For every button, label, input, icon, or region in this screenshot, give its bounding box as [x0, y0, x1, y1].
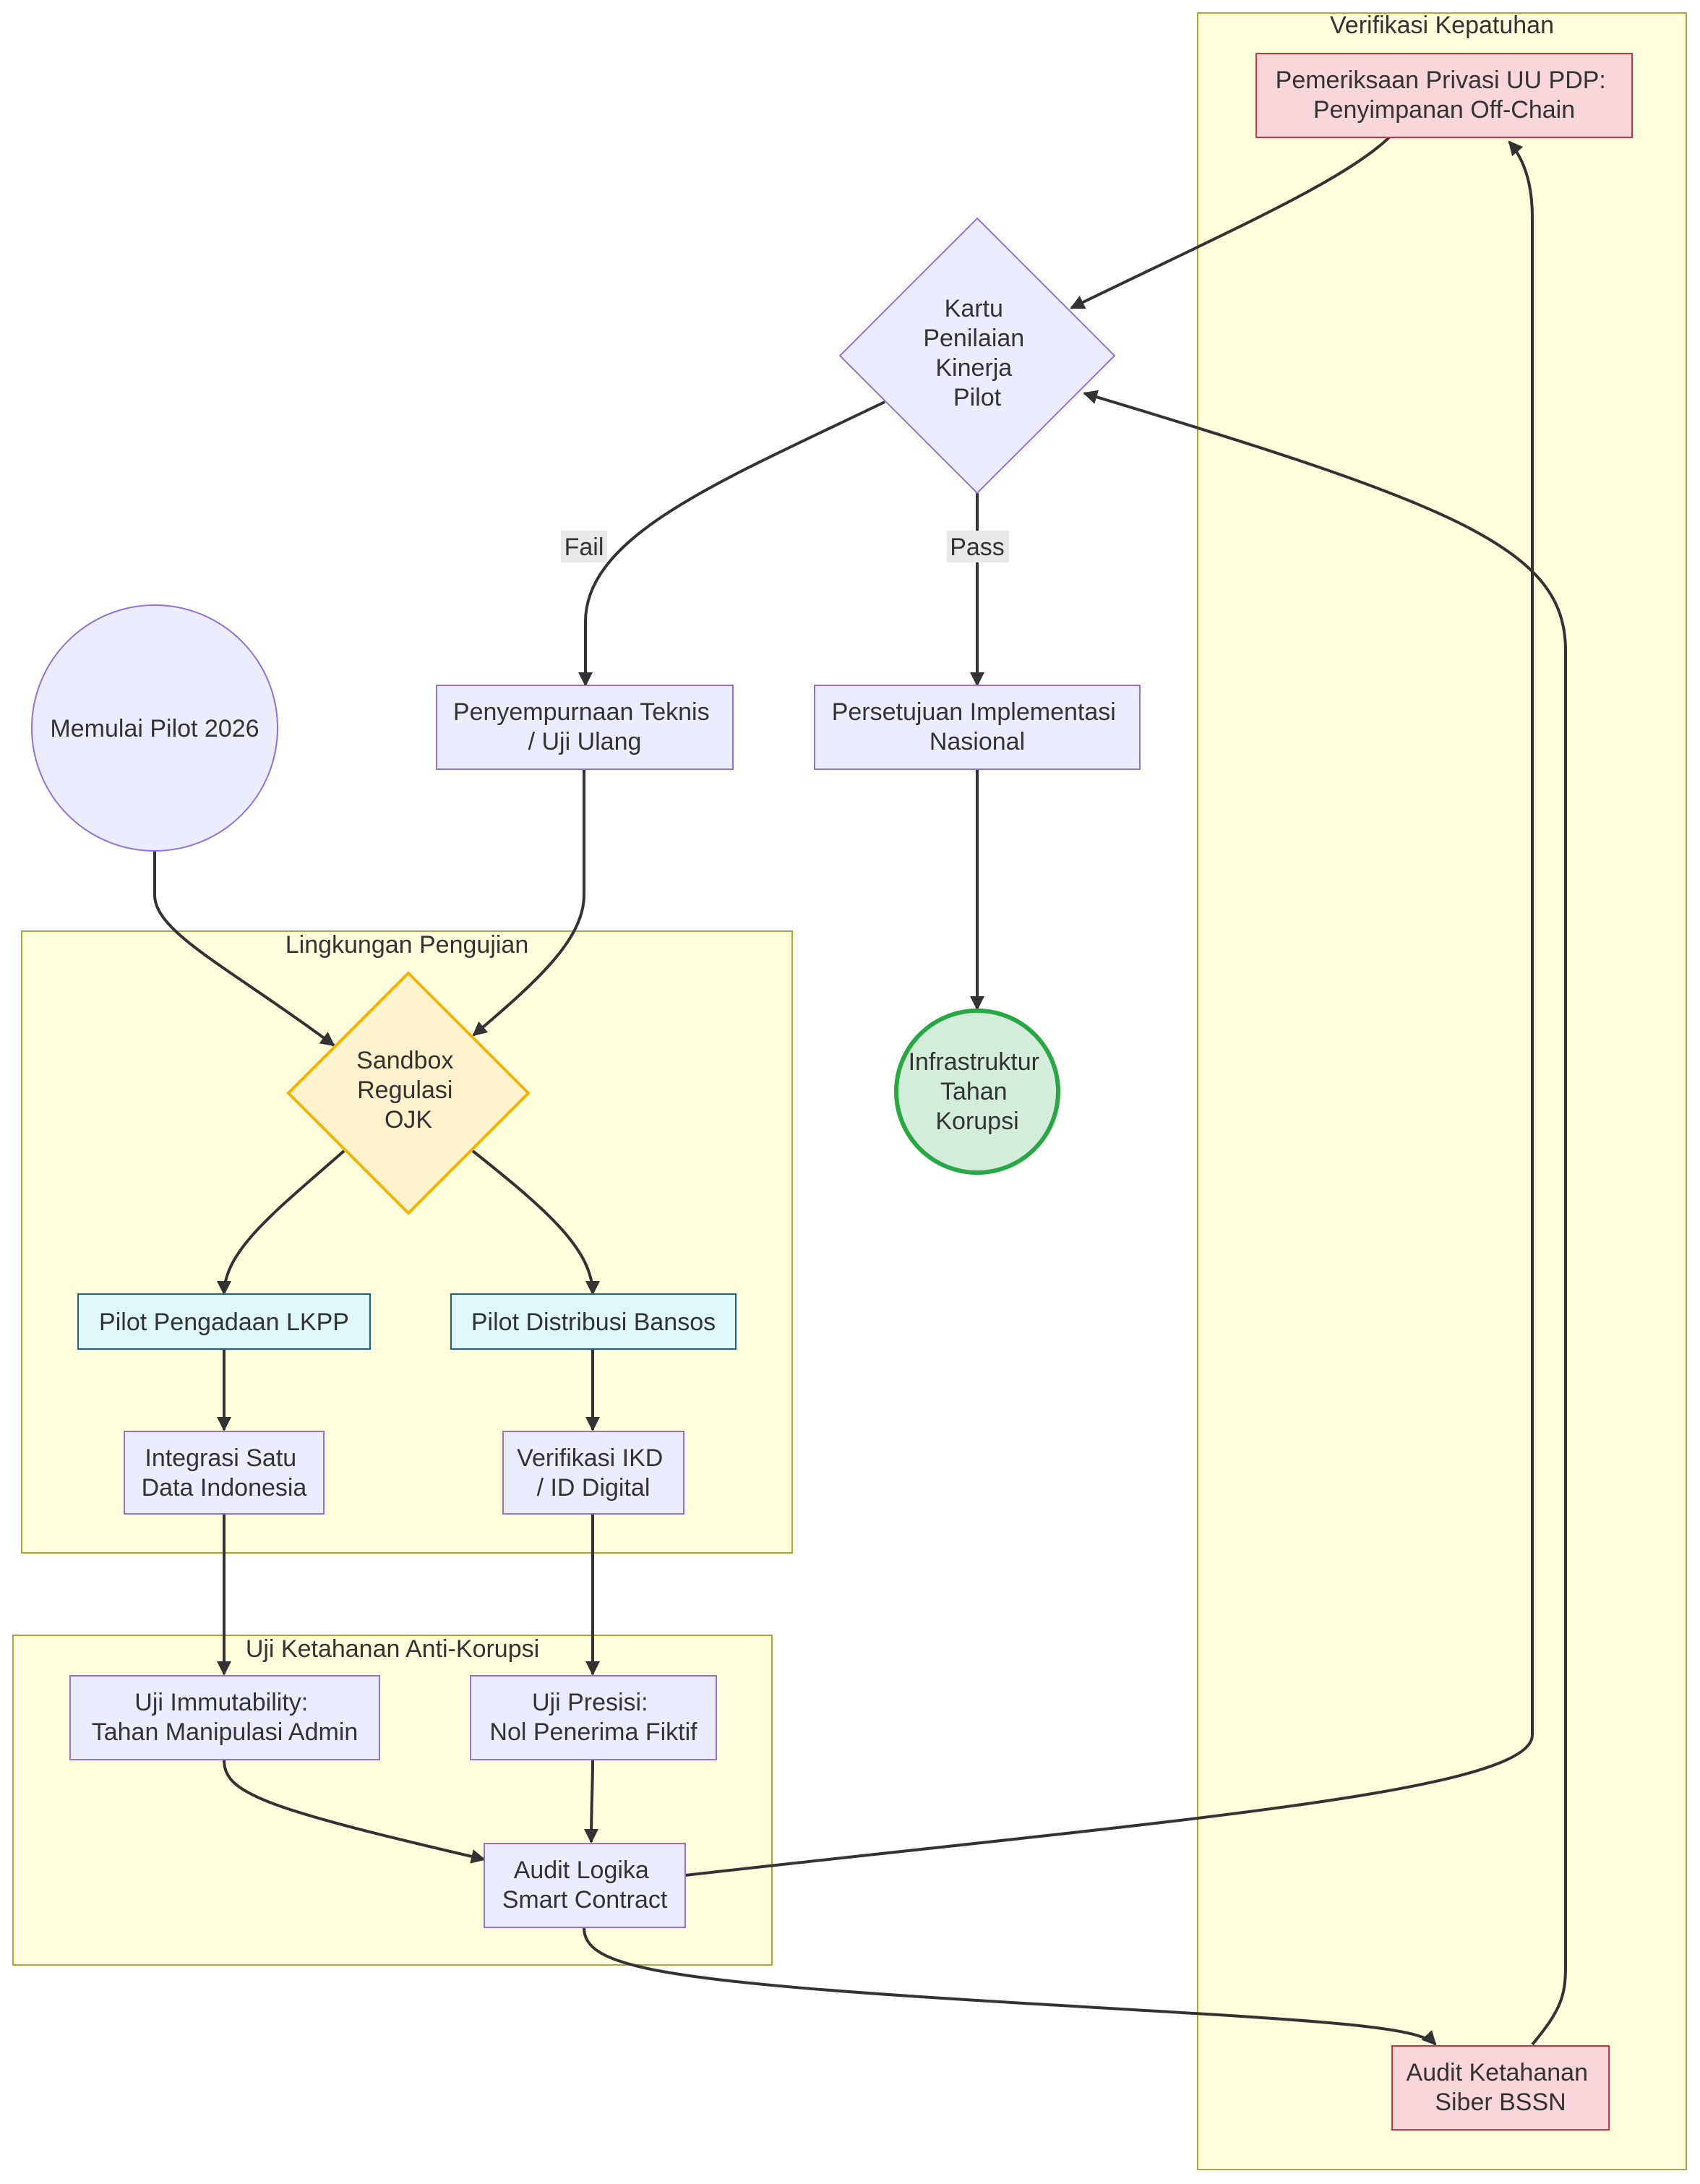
node-presisi-line-1: Uji Presisi:	[532, 1689, 648, 1716]
svg-text:Infrastruktur Tahan: Infrastruktur Tahan Korupsi	[909, 1048, 1047, 1135]
edge-presisi-to-audit	[584, 1759, 599, 1843]
node-kartu-line-2: Penilaian	[923, 325, 1024, 352]
node-pilot-distribusi-bansos: Pilot Distribusi Bansos	[450, 1293, 737, 1350]
node-memulai-pilot: Memulai Pilot 2026	[31, 604, 278, 852]
node-pdp-line-2: Penyimpanan Off-Chain	[1313, 96, 1575, 124]
node-sandbox-line-2: Regulasi	[357, 1076, 452, 1104]
node-penyempurnaan-line-2: / Uji Ulang	[528, 728, 642, 755]
node-infra-line-2: Tahan	[940, 1078, 1008, 1105]
svg-text:Pilot Pengadaan LKPP: Pilot Pengadaan LKPP	[99, 1309, 349, 1336]
node-presisi-line-2: Nol Penerima Fiktif	[489, 1718, 697, 1746]
group-verifikasi-kepatuhan: Verifikasi Kepatuhan	[1197, 12, 1687, 2170]
edge-sandbox-to-bansos	[471, 1149, 600, 1296]
node-integrasi-satu-data: Integrasi Satu Data Indonesia	[124, 1431, 325, 1515]
svg-text:Pemeriksaan Privasi UU PDP:: Pemeriksaan Privasi UU PDP: Penyimpanan …	[1276, 67, 1613, 124]
svg-text:Verifikasi IKD / ID Digi: Verifikasi IKD / ID Digital	[517, 1444, 670, 1502]
node-sandbox-line-1: Sandbox	[356, 1047, 453, 1074]
node-infra-line-1: Infrastruktur	[909, 1048, 1039, 1076]
node-kartu-line-3: Kinerja	[935, 354, 1012, 382]
edge-audit-to-pdp	[684, 140, 1534, 1877]
svg-text:Persetujuan Implementasi: Persetujuan Implementasi Nasional	[832, 698, 1123, 755]
edge-label-pass-text: Pass	[950, 534, 1005, 561]
edge-label-pass: Pass	[947, 531, 1009, 562]
svg-text:Pilot Distribusi Bansos: Pilot Distribusi Bansos	[471, 1309, 716, 1336]
node-kartu-line-1: Kartu	[945, 295, 1003, 322]
node-bansos-label: Pilot Distribusi Bansos	[471, 1309, 716, 1336]
node-kartu-line-4: Pilot	[953, 384, 1002, 411]
node-infra-line-3: Korupsi	[935, 1108, 1018, 1135]
edge-kartu-to-penyempurnaan	[578, 401, 885, 687]
edge-immut-to-audit	[223, 1759, 486, 1864]
svg-text:Uji Immutability: Tahan: Uji Immutability: Tahan Manipulasi Admin	[92, 1689, 359, 1746]
svg-text:Penyempurnaan Teknis / U: Penyempurnaan Teknis / Uji Ulang	[453, 698, 716, 755]
node-audit-logika-smart-contract: Audit Logika Smart Contract	[484, 1843, 686, 1928]
group-title-lingkungan: Lingkungan Pengujian	[286, 931, 529, 959]
node-audit-ketahanan-bssn: Audit Ketahanan Siber BSSN	[1391, 2045, 1610, 2131]
edge-pdp-to-kartu	[1070, 136, 1391, 309]
node-sandbox-line-3: OJK	[385, 1106, 432, 1134]
edge-penyempurnaan-to-sandbox	[472, 769, 585, 1037]
group-title-uji: Uji Ketahanan Anti-Korupsi	[246, 1635, 539, 1663]
edge-bssn-to-kartu	[1083, 390, 1567, 2046]
edge-start-to-sandbox	[153, 851, 335, 1047]
node-persetujuan-implementasi: Persetujuan Implementasi Nasional	[814, 685, 1141, 770]
node-ikd-line-1: Verifikasi IKD	[517, 1444, 663, 1472]
node-satudata-line-2: Data Indonesia	[142, 1474, 307, 1502]
node-verifikasi-ikd: Verifikasi IKD / ID Digital	[502, 1431, 684, 1515]
node-pemeriksaan-privasi-pdp: Pemeriksaan Privasi UU PDP: Penyimpanan …	[1255, 53, 1633, 138]
node-bssn-line-1: Audit Ketahanan	[1407, 2059, 1588, 2086]
node-ikd-line-2: / ID Digital	[537, 1474, 651, 1502]
svg-text:Audit Ketahanan Siber BS: Audit Ketahanan Siber BSSN	[1407, 2059, 1595, 2116]
node-uji-presisi: Uji Presisi: Nol Penerima Fiktif	[470, 1675, 717, 1760]
svg-text:Audit Logika Smart Contr: Audit Logika Smart Contract	[502, 1857, 668, 1914]
node-persetujuan-line-2: Nasional	[930, 728, 1025, 755]
node-pilot-pengadaan-lkpp: Pilot Pengadaan LKPP	[77, 1293, 371, 1350]
node-satudata-line-1: Integrasi Satu	[145, 1444, 296, 1472]
node-sandbox-regulasi-ojk: Sandbox Regulasi OJK	[286, 971, 531, 1215]
svg-text:Integrasi Satu Data Indo: Integrasi Satu Data Indonesia	[142, 1444, 307, 1502]
node-immut-line-1: Uji Immutability:	[134, 1689, 308, 1716]
svg-text:Uji Presisi: Nol Penerim: Uji Presisi: Nol Penerima Fiktif	[489, 1689, 697, 1746]
node-audit-line-2: Smart Contract	[502, 1886, 668, 1914]
group-title-verifikasi: Verifikasi Kepatuhan	[1330, 12, 1554, 39]
edge-audit-to-bssn	[583, 1927, 1437, 2046]
svg-text:Sandbox Regulasi O: Sandbox Regulasi OJK	[356, 1047, 460, 1134]
node-memulai-pilot-label: Memulai Pilot 2026	[50, 715, 259, 742]
edge-sandbox-to-lkpp	[217, 1149, 345, 1296]
edges	[153, 136, 1567, 2046]
node-immut-line-2: Tahan Manipulasi Admin	[92, 1718, 359, 1746]
node-persetujuan-line-1: Persetujuan Implementasi	[832, 698, 1116, 726]
edge-label-fail: Fail	[561, 531, 607, 562]
node-audit-line-1: Audit Logika	[514, 1857, 649, 1884]
node-lkpp-label: Pilot Pengadaan LKPP	[99, 1309, 349, 1336]
edge-label-fail-text: Fail	[564, 534, 604, 561]
node-penyempurnaan-line-1: Penyempurnaan Teknis	[453, 698, 710, 726]
node-penyempurnaan-teknis: Penyempurnaan Teknis / Uji Ulang	[436, 685, 734, 770]
svg-text:Memulai Pilot 2026: Memulai Pilot 2026	[50, 715, 259, 742]
node-uji-immutability: Uji Immutability: Tahan Manipulasi Admin	[69, 1675, 380, 1760]
node-pdp-line-1: Pemeriksaan Privasi UU PDP:	[1276, 67, 1606, 94]
svg-text:Kartu Penilaian Ki: Kartu Penilaian Kinerja Pilot	[923, 295, 1031, 411]
node-bssn-line-2: Siber BSSN	[1435, 2089, 1566, 2116]
node-infrastruktur-tahan-korupsi: Infrastruktur Tahan Korupsi	[894, 1009, 1060, 1175]
node-kartu-penilaian-kinerja: Kartu Penilaian Kinerja Pilot	[838, 217, 1116, 494]
